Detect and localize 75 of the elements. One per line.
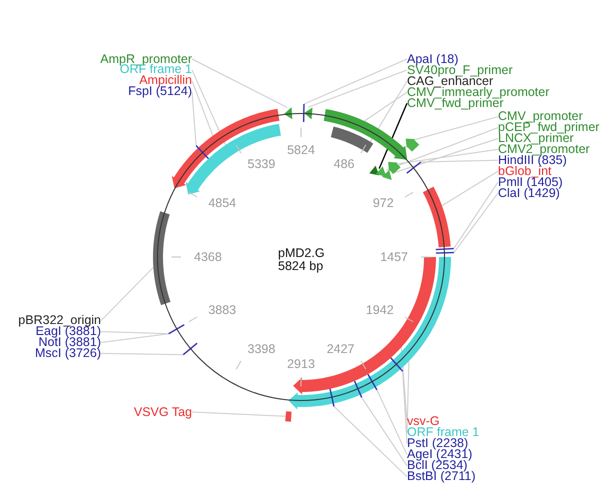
- leader-line: [453, 192, 498, 254]
- leader-line: [414, 116, 498, 140]
- pointed-feature-band: [324, 109, 408, 160]
- feature-label: SV40pro_F_primer: [407, 64, 513, 76]
- leader-line: [192, 412, 286, 417]
- scale-number: 3883: [208, 305, 236, 316]
- feature-label: Ampicillin: [139, 75, 192, 86]
- scale-number: 4368: [194, 252, 222, 262]
- scale-number: 3398: [248, 344, 276, 356]
- leader-line: [100, 331, 170, 334]
- scale-number: 5824: [287, 144, 315, 156]
- feature-label: EagI (3881): [36, 326, 101, 338]
- leader-line: [386, 127, 498, 170]
- feature-label: vsv-G: [407, 416, 440, 428]
- leader-line: [361, 396, 408, 466]
- feature-label: HindIII (835): [498, 154, 567, 166]
- feature-label: ORF frame 1: [407, 427, 480, 438]
- feature-label: FspI (5124): [128, 86, 192, 98]
- feature-label: AmpR_promoter: [100, 54, 192, 64]
- cut-site-mark: [302, 104, 305, 122]
- leader-line: [100, 266, 154, 322]
- leader-line: [396, 148, 498, 164]
- feature-band: [153, 211, 171, 306]
- feature-label: ApaI (18): [407, 54, 458, 64]
- leader-line: [303, 58, 408, 105]
- plasmid-name: pMD2.G: [278, 248, 325, 258]
- feature-triangle: [304, 107, 312, 120]
- feature-label: NotI (3881): [38, 337, 101, 348]
- feature-label: BstBI (2711): [407, 471, 476, 482]
- cut-site-mark: [436, 248, 454, 250]
- scale-number: 4854: [208, 198, 236, 209]
- leader-line: [453, 182, 498, 250]
- leader-line: [333, 406, 408, 478]
- leader-line: [364, 92, 408, 122]
- leader-line: [406, 360, 410, 434]
- feature-label: PstI (2238): [407, 438, 468, 450]
- leader-line: [100, 333, 170, 343]
- scale-number: 2913: [287, 358, 315, 370]
- leader-line: [308, 70, 408, 108]
- leader-line: [420, 160, 498, 162]
- feature-label: pCEP_fwd_primer: [498, 122, 600, 134]
- scale-number: 972: [372, 198, 394, 209]
- cut-site-mark: [436, 252, 454, 254]
- leader-line: [441, 170, 498, 206]
- feature-label: ClaI (1429): [498, 188, 560, 198]
- scale-number: 1942: [366, 305, 394, 316]
- scale-number: 2427: [326, 344, 354, 356]
- feature-label: PmlI (1405): [498, 176, 563, 188]
- feature-triangle: [284, 107, 292, 120]
- feature-label: LNCX_primer: [498, 133, 574, 144]
- feature-label: CMV_promoter: [498, 111, 583, 122]
- leader-line: [192, 91, 197, 146]
- leader-line: [192, 80, 214, 136]
- feature-label: CAG_enhancer: [407, 76, 494, 87]
- plasmid-ring: [157, 113, 445, 401]
- leader-line: [402, 370, 408, 444]
- feature-band: [422, 186, 451, 248]
- feature-label: CMV_immearly_promoter: [407, 86, 550, 98]
- feature-band: [285, 411, 292, 422]
- scale-number: 1457: [380, 252, 408, 262]
- feature-label: BclI (2534): [407, 460, 468, 472]
- leader-line: [100, 352, 184, 356]
- scale-number: 5339: [248, 158, 276, 170]
- leader-line: [376, 389, 408, 456]
- feature-label: MscI (3726): [35, 348, 101, 359]
- leader-line: [192, 58, 288, 108]
- feature-label: VSVG Tag: [134, 406, 192, 418]
- scale-number: 486: [334, 158, 354, 170]
- feature-label: pBR322_origin: [18, 315, 101, 326]
- plasmid-length: 5824 bp: [278, 260, 324, 272]
- feature-label: CMV2_promoter: [498, 144, 590, 155]
- feature-label: ORF frame 1: [120, 64, 192, 76]
- feature-label: bGlob_int: [498, 166, 552, 177]
- feature-label: AgeI (2431): [407, 449, 472, 460]
- feature-label: CMV_fwd_primer: [407, 98, 504, 109]
